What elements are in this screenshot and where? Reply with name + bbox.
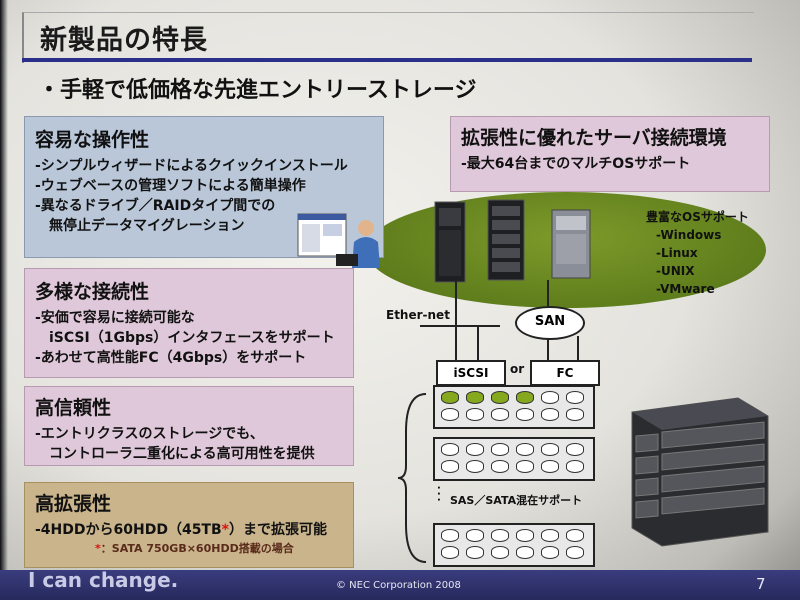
- disk-drive-icon: [441, 443, 459, 456]
- ellipsis-dots: ···: [437, 483, 441, 506]
- disk-drive-icon: [541, 546, 559, 559]
- os-item: -Linux: [656, 246, 698, 260]
- disk-drive-icon: [541, 443, 559, 456]
- disk-drive-icon: [516, 391, 534, 404]
- disk-drive-icon: [566, 546, 584, 559]
- disk-drive-icon: [491, 443, 509, 456]
- disk-drive-icon: [541, 391, 559, 404]
- disk-drive-icon: [466, 529, 484, 542]
- iscsi-port: iSCSI: [436, 360, 506, 386]
- box-heading: 高信頼性: [35, 397, 112, 419]
- network-connections: [420, 280, 579, 360]
- box-line: iSCSI（1Gbps）インタフェースをサポート: [35, 330, 335, 346]
- disk-drive-icon: [566, 443, 584, 456]
- slide-subtitle: ・手軽で低価格な先進エントリーストレージ: [38, 78, 477, 103]
- sas-sata-label: SAS／SATA混在サポート: [450, 494, 583, 507]
- disk-drive-icon: [466, 546, 484, 559]
- os-item: -VMware: [656, 282, 715, 296]
- fc-port: FC: [530, 360, 600, 386]
- slide-shadow: [0, 0, 8, 600]
- box-line: -4HDDから60HDD（45TB*）まで拡張可能: [35, 520, 343, 540]
- workstation-icon: [551, 209, 591, 279]
- os-item: -Windows: [656, 228, 722, 242]
- connectivity-box: 多様な接続性 -安価で容易に接続可能な iSCSI（1Gbps）インタフェースを…: [24, 268, 354, 378]
- asterisk-mark: *: [221, 522, 229, 538]
- rack-server-icon: [487, 199, 525, 281]
- disk-drive-icon: [441, 529, 459, 542]
- storage-enclosure-image: [631, 397, 769, 547]
- box-heading: 拡張性に優れたサーバ接続環境: [461, 127, 727, 149]
- disk-drive-icon: [491, 546, 509, 559]
- or-label: or: [510, 362, 525, 376]
- box-line: -安価で容易に接続可能な: [35, 310, 195, 326]
- disk-drive-icon: [516, 546, 534, 559]
- disk-drive-icon: [566, 408, 584, 421]
- disk-drive-icon: [541, 460, 559, 473]
- disk-drive-icon: [491, 408, 509, 421]
- server-connection-box: 拡張性に優れたサーバ接続環境 -最大64台までのマルチOSサポート: [450, 116, 770, 192]
- box-line: -シンプルウィザードによるクイックインストール: [35, 158, 348, 174]
- box-line: -エントリクラスのストレージでも、: [35, 426, 264, 442]
- asterisk-mark: *: [95, 542, 101, 555]
- disk-drive-icon: [441, 460, 459, 473]
- box-line: -異なるドライブ／RAIDタイプ間での: [35, 198, 276, 214]
- storage-rack: [433, 385, 595, 567]
- disk-drive-icon: [491, 391, 509, 404]
- title-frame: [22, 12, 754, 63]
- disk-drive-icon: [491, 460, 509, 473]
- disk-drive-icon: [441, 391, 459, 404]
- servers-image: [434, 199, 591, 283]
- san-label: SAN: [515, 306, 585, 340]
- disk-drive-icon: [566, 460, 584, 473]
- line-text: ）まで拡張可能: [228, 522, 327, 538]
- disk-drive-icon: [491, 529, 509, 542]
- box-heading: 容易な操作性: [35, 129, 150, 151]
- disk-drive-icon: [516, 529, 534, 542]
- drive-shelf: [433, 437, 595, 481]
- ethernet-label: Ether-net: [386, 308, 450, 322]
- box-line: -あわせて高性能FC（4Gbps）をサポート: [35, 350, 307, 366]
- os-support-title: 豊富なOSサポート: [646, 210, 749, 224]
- disk-drive-icon: [466, 408, 484, 421]
- box-line: 無停止データマイグレーション: [35, 218, 245, 234]
- footnote: *：SATA 750GB×60HDD搭載の場合: [95, 540, 343, 556]
- line-text: -4HDDから60HDD（45TB: [35, 522, 222, 538]
- person-icon: [336, 220, 380, 268]
- disk-drive-icon: [566, 391, 584, 404]
- disk-drive-icon: [541, 408, 559, 421]
- disk-drive-icon: [466, 443, 484, 456]
- box-heading: 高拡張性: [35, 493, 112, 515]
- slide-title: 新製品の特長: [40, 25, 208, 56]
- reliability-box: 高信頼性 -エントリクラスのストレージでも、 コントローラ二重化による高可用性を…: [24, 386, 354, 466]
- screenshot-icon: [297, 213, 347, 257]
- disk-drive-icon: [466, 460, 484, 473]
- disk-drive-icon: [516, 408, 534, 421]
- disk-drive-icon: [441, 546, 459, 559]
- disk-drive-icon: [516, 443, 534, 456]
- os-support-list: 豊富なOSサポート -Windows -Linux -UNIX -VMware: [646, 208, 749, 298]
- disk-drive-icon: [441, 408, 459, 421]
- box-heading: 多様な接続性: [35, 281, 150, 303]
- box-line: コントローラ二重化による高可用性を提供: [35, 446, 315, 462]
- disk-drive-icon: [541, 529, 559, 542]
- shelf-bracket: [397, 393, 427, 563]
- tower-server-icon: [434, 201, 466, 283]
- page-number: 7: [756, 575, 766, 593]
- box-line: -最大64台までのマルチOSサポート: [461, 156, 691, 172]
- box-line: -ウェブベースの管理ソフトによる簡単操作: [35, 178, 306, 194]
- expandability-box: 高拡張性 -4HDDから60HDD（45TB*）まで拡張可能 *：SATA 75…: [24, 482, 354, 568]
- disk-drive-icon: [566, 529, 584, 542]
- admin-user-illustration: [297, 213, 380, 268]
- footer-bar: [0, 570, 800, 600]
- title-underline: [22, 58, 752, 62]
- footnote-text: ：SATA 750GB×60HDD搭載の場合: [100, 542, 294, 555]
- ease-of-operation-box: 容易な操作性 -シンプルウィザードによるクイックインストール -ウェブベースの管…: [24, 116, 384, 258]
- footer-slogan: I can change.: [28, 568, 179, 592]
- disk-drive-icon: [466, 391, 484, 404]
- copyright-text: © NEC Corporation 2008: [336, 580, 461, 591]
- disk-drive-icon: [516, 460, 534, 473]
- os-item: -UNIX: [656, 264, 695, 278]
